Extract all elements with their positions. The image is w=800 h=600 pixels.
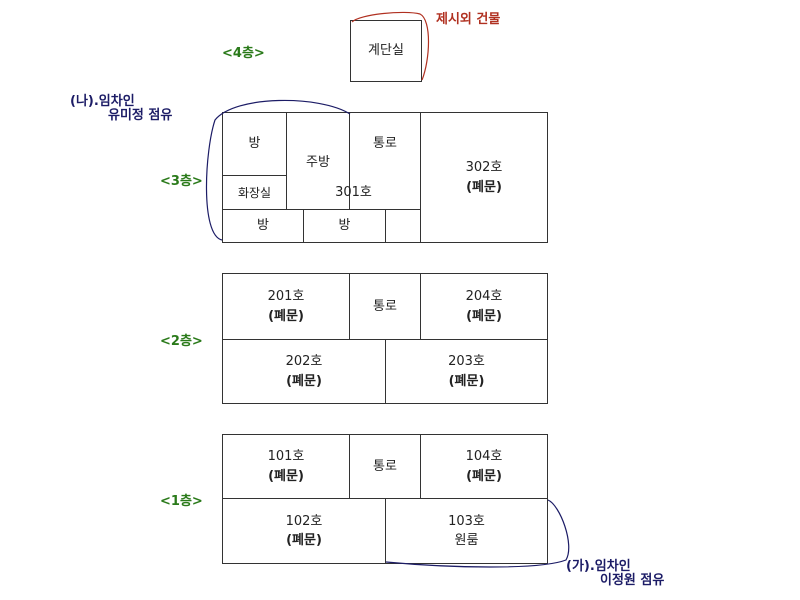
floor3-302-status: (폐문) (466, 179, 502, 195)
floor3-301-label: 301호 (335, 185, 372, 201)
floor2-201-status: (폐문) (268, 308, 304, 324)
floor3-bath: 화장실 (222, 175, 287, 210)
floor2-201-label: 201호 (267, 289, 305, 304)
tenant-a-outline (385, 499, 570, 568)
floor3-room-b-label: 방 (257, 218, 269, 234)
floor3-bath-label: 화장실 (237, 185, 272, 200)
floor-label-4: <4층> (222, 46, 265, 61)
floor1-103: 103호 원룸 (385, 498, 548, 564)
tenant-b-note-line1: (나).임차인 (70, 94, 135, 109)
floor1-passage-label: 통로 (373, 458, 397, 474)
stair-room-label: 계단실 (368, 43, 404, 59)
floor2-203-label: 203호 (448, 354, 485, 369)
floor1-102-status: (폐문) (286, 533, 322, 548)
excluded-building-outline (351, 11, 430, 81)
floor4-stair-box: 계단실 (350, 20, 422, 82)
stair-room: 계단실 (351, 21, 421, 81)
floor3-passage-label: 통로 (373, 136, 397, 152)
floor2-204-status: (폐문) (466, 308, 502, 324)
floor2-passage-label: 통로 (373, 298, 397, 314)
tenant-a-note-line1: (가).임차인 (566, 559, 631, 574)
floor3-room-c: 방 (303, 209, 386, 243)
floor2-passage: 통로 (349, 273, 421, 340)
floor1-101-label: 101호 (267, 449, 305, 464)
floor3-room-c-label: 방 (338, 218, 351, 234)
floor2-203-status: (폐문) (448, 373, 485, 389)
floor1-102-label: 102호 (285, 513, 323, 529)
floor2-202-label: 202호 (285, 354, 323, 369)
floor-label-3: <3층> (160, 174, 203, 189)
floor2-202: 202호 (폐문) (222, 339, 386, 404)
floor2-202-status: (폐문) (286, 373, 322, 389)
floor-label-2: <2층> (160, 334, 203, 349)
tenant-b-note-line2: 유미정 점유 (108, 108, 173, 123)
tenant-a-note-line2: 이정원 점유 (600, 573, 665, 588)
floor1-101-status: (폐문) (268, 468, 304, 484)
floor2-204-label: 204호 (465, 289, 503, 304)
excluded-building-note: 제시외 건물 (436, 12, 501, 27)
floor1-103-sub: 원룸 (454, 533, 479, 548)
floor-label-1: <1층> (160, 494, 203, 509)
tenant-b-outline (205, 99, 351, 241)
floor3-passage: 통로 (349, 112, 421, 176)
floor2-204: 204호 (폐문) (420, 273, 548, 340)
floor1-passage: 통로 (349, 434, 421, 499)
floor2-203: 203호 (폐문) (385, 339, 548, 404)
floor3-302: 302호 (폐문) (420, 112, 548, 243)
floor2-201: 201호 (폐문) (222, 273, 350, 340)
floor3-302-label: 302호 (465, 160, 503, 175)
floor3-room-a-label: 방 (248, 136, 261, 152)
floor1-104: 104호 (폐문) (420, 434, 548, 499)
floor3-kitchen-label: 주방 (306, 155, 330, 171)
floor1-104-label: 104호 (465, 449, 503, 464)
floor1-103-label: 103호 (448, 513, 485, 529)
floor1-104-status: (폐문) (466, 468, 502, 484)
floor3-301: 301호 (286, 178, 421, 208)
